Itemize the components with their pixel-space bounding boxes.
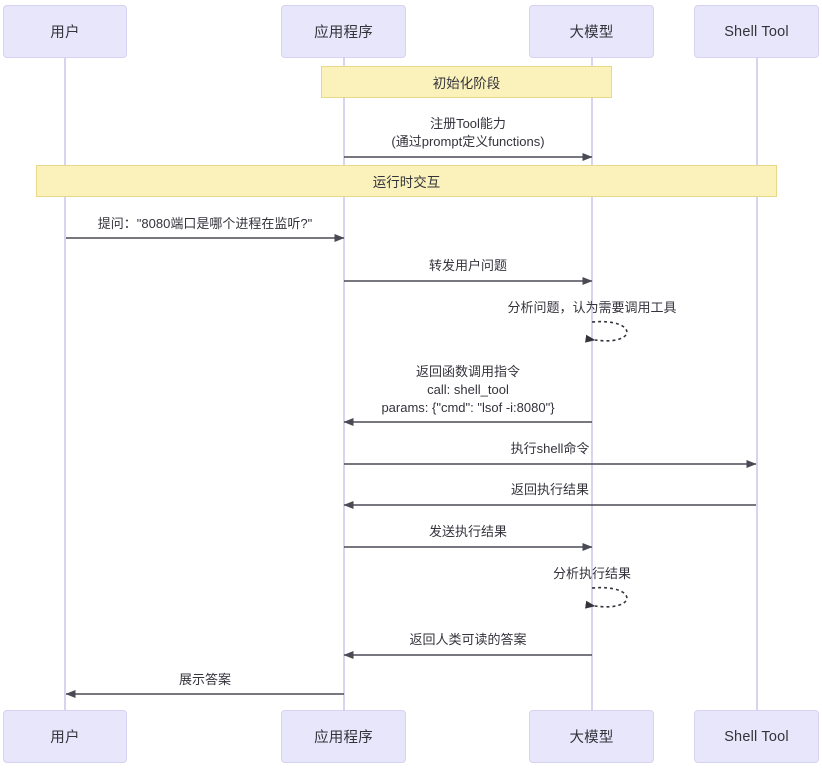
message-arrows-group [65,153,757,698]
message-label-function-call: 返回函数调用指令 call: shell_tool params: {"cmd": … [381,363,554,417]
message-label-exec-shell: 执行shell命令 [511,440,590,457]
participant-user-bottom[interactable]: 用户 [3,710,127,763]
message-label-line: 提问："8080端口是哪个进程在监听?" [97,216,313,231]
message-label-line: 转发用户问题 [428,258,508,273]
participant-label: 用户 [50,25,80,41]
participant-label: 应用程序 [314,730,373,746]
message-label-line: 分析问题，认为需要调用工具 [507,300,677,315]
message-label-send-result: 发送执行结果 [429,523,507,540]
message-label-line: 注册Tool能力 [430,116,506,131]
message-label-line: 返回函数调用指令 [415,364,520,379]
participant-user-top[interactable]: 用户 [3,5,127,58]
participant-shell-bottom[interactable]: Shell Tool [694,710,819,763]
message-label-line: call: shell_tool [427,382,509,397]
participant-app-bottom[interactable]: 应用程序 [281,710,406,763]
message-label-line: 发送执行结果 [428,524,508,539]
message-label-user-question: 提问："8080端口是哪个进程在监听?" [98,215,312,232]
message-arrow-analyze-result [585,586,628,609]
participant-label: 大模型 [569,730,614,746]
message-label-line: 返回执行结果 [510,482,590,497]
message-label-forward-question: 转发用户问题 [429,257,507,274]
message-label-analyze-result: 分析执行结果 [553,565,631,582]
message-label-human-readable-answer: 返回人类可读的答案 [409,631,526,648]
message-label-line: (通过prompt定义functions) [391,134,545,149]
message-arrow-analyze-question [585,320,628,343]
message-label-show-answer: 展示答案 [179,671,231,688]
message-label-exec-result: 返回执行结果 [511,481,589,498]
participant-llm-top[interactable]: 大模型 [529,5,654,58]
message-label-register-tool: 注册Tool能力 (通过prompt定义functions) [391,115,544,151]
participant-label: Shell Tool [724,23,789,40]
message-label-line: params: {"cmd": "lsof -i:8080"} [381,400,555,415]
phase-banner-init: 初始化阶段 [321,66,612,98]
participant-label: 应用程序 [314,25,373,41]
message-label-line: 展示答案 [178,672,232,687]
participant-app-top[interactable]: 应用程序 [281,5,406,58]
message-label-line: 分析执行结果 [552,566,632,581]
message-label-line: 执行shell命令 [510,441,590,456]
participant-label: Shell Tool [724,728,789,745]
phase-banner-label: 运行时交互 [372,175,441,190]
participant-llm-bottom[interactable]: 大模型 [529,710,654,763]
participant-shell-top[interactable]: Shell Tool [694,5,819,58]
message-label-line: 返回人类可读的答案 [409,632,527,647]
participant-label: 用户 [50,730,80,746]
message-label-analyze-question: 分析问题，认为需要调用工具 [507,299,676,316]
phase-banner-label: 初始化阶段 [432,76,501,91]
participant-label: 大模型 [569,25,614,41]
phase-banner-runtime: 运行时交互 [36,165,777,197]
